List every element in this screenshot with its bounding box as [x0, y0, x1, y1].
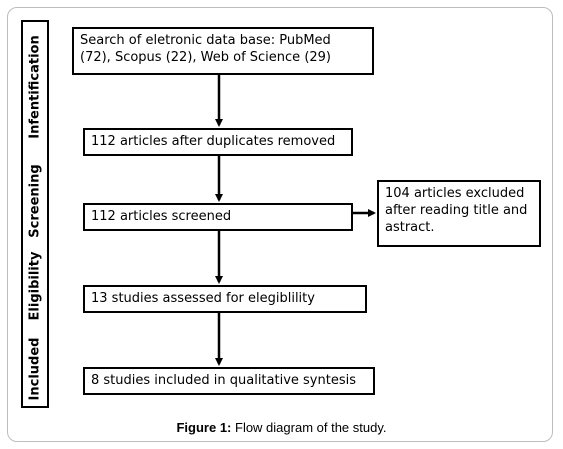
excluded-line-1: 104 articles excluded: [385, 186, 525, 201]
assessed-text: 13 studies assessed for elegiblility: [91, 291, 315, 306]
stage-label-included: Included: [27, 337, 43, 401]
stage-sidebar: [21, 20, 49, 408]
excluded-line-3: astract.: [385, 220, 435, 235]
figure-caption: Figure 1: Flow diagram of the study.: [0, 420, 563, 435]
included-text: 8 studies included in qualitative syntes…: [91, 373, 356, 388]
stage-label-identification: Infentification: [27, 35, 43, 139]
duplicates-removed-box: 112 articles after duplicates removed: [83, 128, 353, 156]
excluded-line-2: after reading title and: [385, 203, 528, 218]
duplicates-removed-text: 112 articles after duplicates removed: [91, 134, 336, 149]
assessed-box: 13 studies assessed for elegiblility: [83, 285, 367, 313]
included-box: 8 studies included in qualitative syntes…: [83, 367, 375, 395]
stage-label-screening: Screening: [27, 164, 43, 238]
caption-label: Figure 1:: [176, 420, 232, 435]
excluded-box: 104 articles excluded after reading titl…: [377, 180, 541, 247]
search-box-line-1: Search of eletronic data base: PubMed: [80, 33, 331, 48]
screened-box: 112 articles screened: [83, 203, 353, 231]
caption-text: Flow diagram of the study.: [231, 420, 387, 435]
stage-label-eligibility: Eligibility: [27, 251, 43, 321]
screened-text: 112 articles screened: [91, 209, 232, 224]
search-box: Search of eletronic data base: PubMed (7…: [72, 27, 374, 75]
search-box-line-2: (72), Scopus (22), Web of Science (29): [80, 50, 331, 65]
